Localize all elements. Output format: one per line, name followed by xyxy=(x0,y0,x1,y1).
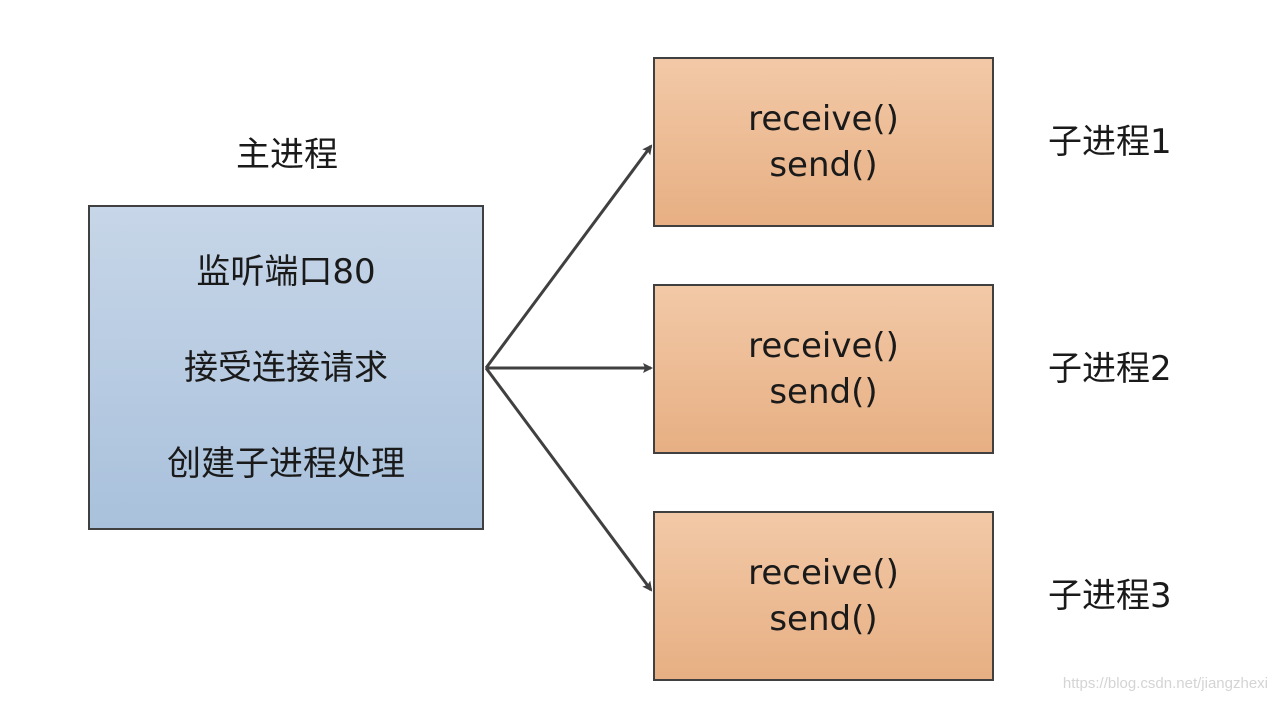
child-3-send: send() xyxy=(769,599,878,639)
arrow-to-child-3 xyxy=(484,367,653,592)
watermark: https://blog.csdn.net/jiangzhexi xyxy=(1062,675,1268,692)
child-3-receive: receive() xyxy=(748,553,899,593)
child-2-send: send() xyxy=(769,372,878,412)
child-process-label-3: 子进程3 xyxy=(1048,576,1172,616)
child-process-box-3: receive() send() xyxy=(653,511,994,681)
main-process-box: 监听端口80 接受连接请求 创建子进程处理 xyxy=(88,205,484,530)
child-2-receive: receive() xyxy=(748,326,899,366)
child-process-label-2: 子进程2 xyxy=(1048,349,1172,389)
main-process-step-fork: 创建子进程处理 xyxy=(167,444,405,484)
main-process-title: 主进程 xyxy=(236,135,338,175)
child-process-box-2: receive() send() xyxy=(653,284,994,454)
child-1-receive: receive() xyxy=(748,99,899,139)
main-process-step-listen: 监听端口80 xyxy=(196,252,376,292)
child-1-send: send() xyxy=(769,145,878,185)
child-process-label-1: 子进程1 xyxy=(1048,122,1172,162)
arrow-to-child-1 xyxy=(484,144,653,369)
main-process-step-accept: 接受连接请求 xyxy=(184,348,388,388)
child-process-box-1: receive() send() xyxy=(653,57,994,227)
